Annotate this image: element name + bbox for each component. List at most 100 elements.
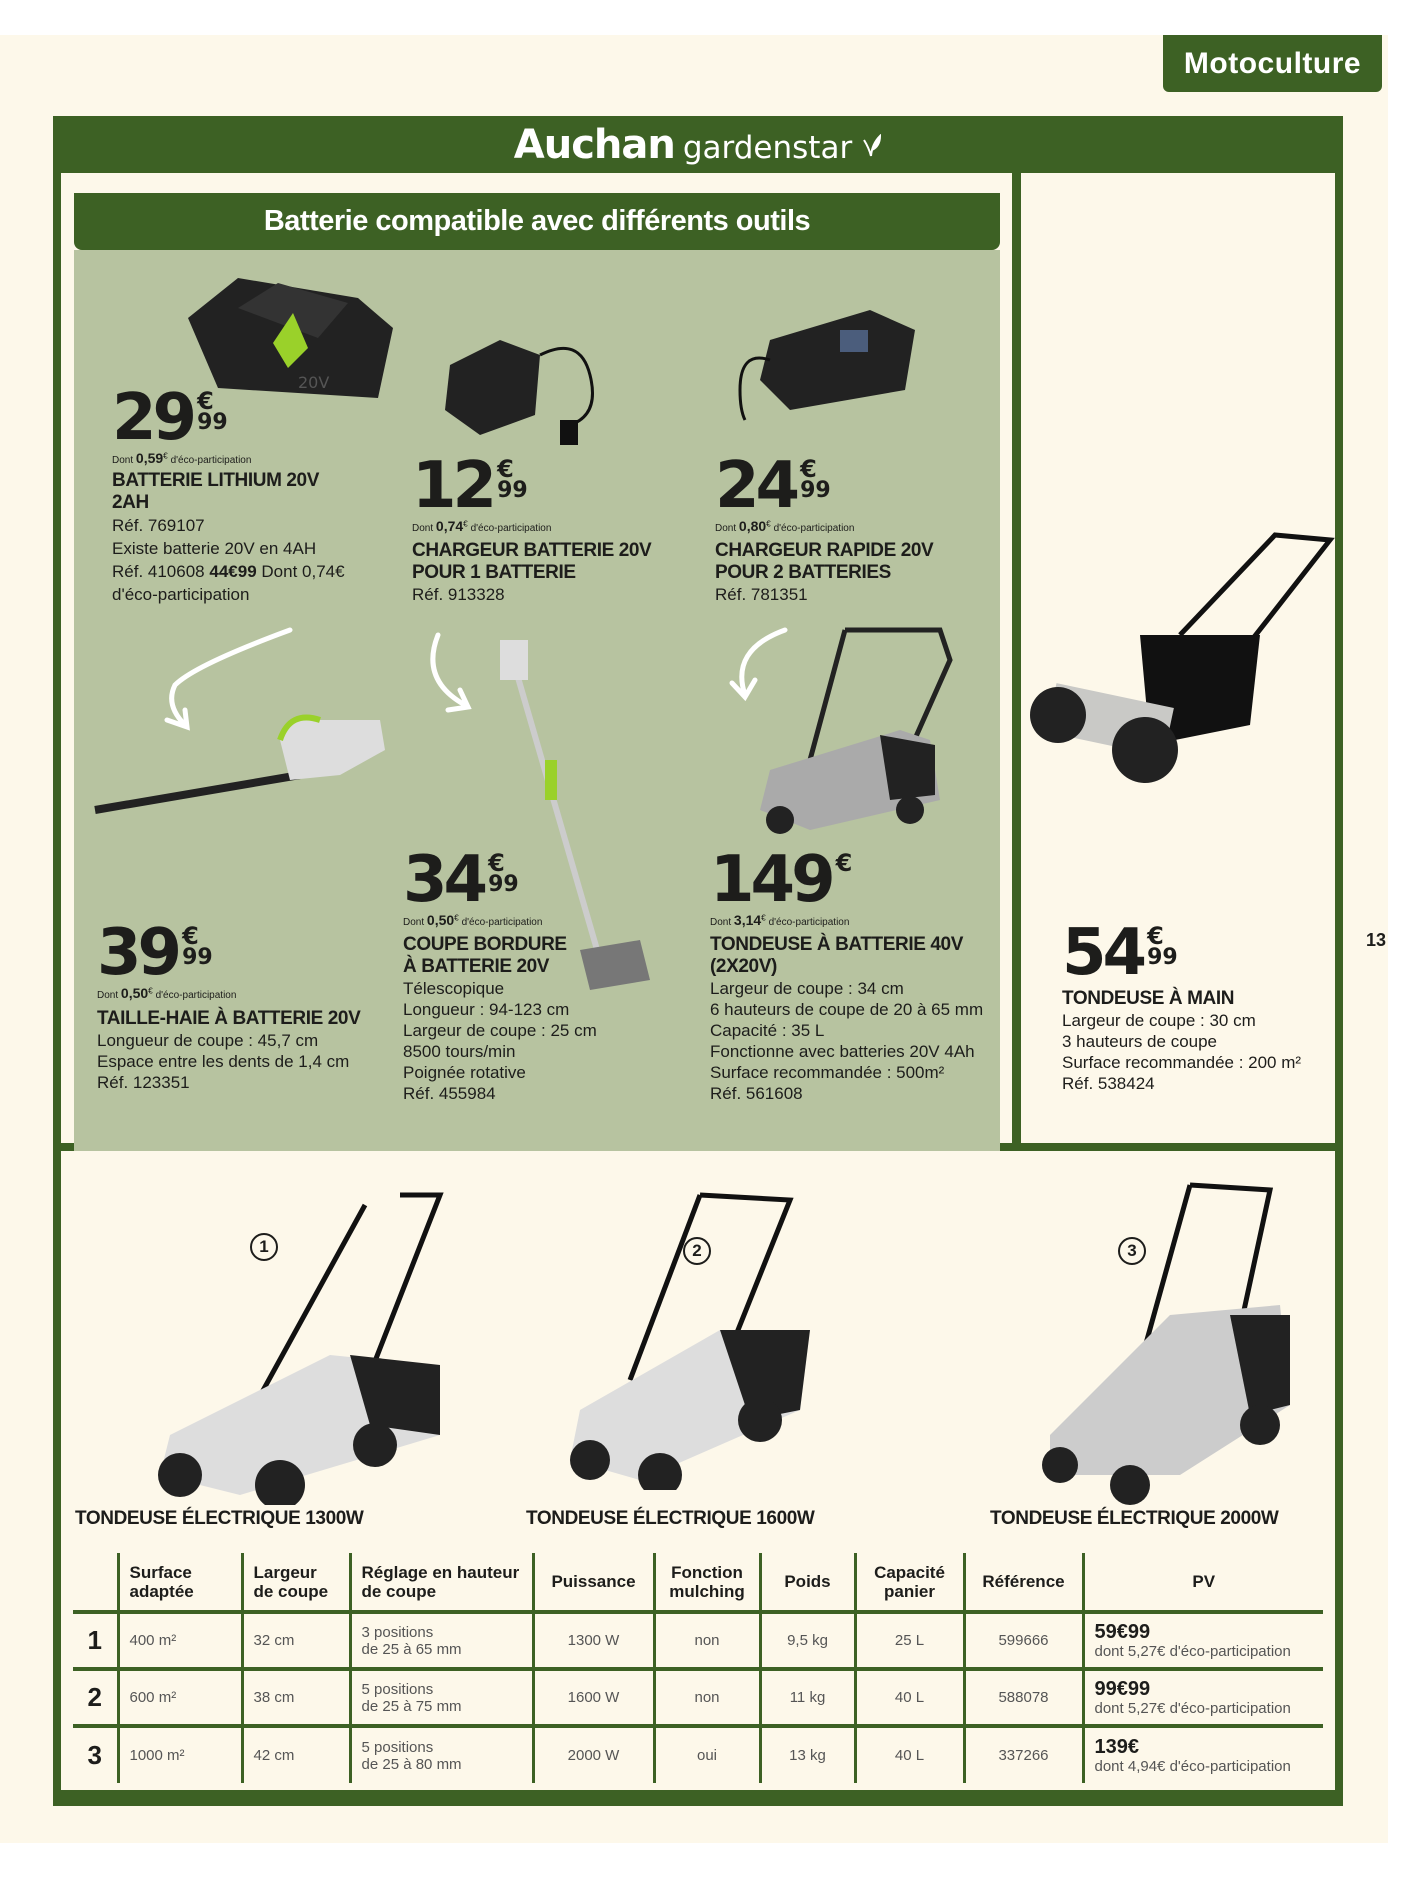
eco-amount: 0,50 [426, 912, 455, 928]
product-ref: Réf. 123351 [97, 1073, 190, 1092]
eco-currency: € [163, 450, 168, 461]
product-name-l2: À BATTERIE 20V [403, 956, 550, 977]
product-spec: Surface recommandée : 200 m² [1062, 1053, 1302, 1072]
product-ref: Réf. 455984 [403, 1084, 496, 1103]
eco-amount: 0,80 [738, 518, 767, 534]
product-name: CHARGEUR RAPIDE 20V [715, 540, 934, 561]
eco-participation: Dont 0,50€ d'éco-participation [403, 912, 542, 928]
eco-participation: Dont 0,80€ d'éco-participation [715, 518, 854, 534]
eco-prefix: Dont [403, 917, 425, 928]
product-name: BATTERIE LITHIUM 20V [112, 470, 319, 491]
product-spec: Capacité : 35 L [710, 1021, 825, 1040]
eco-amount: 0,50 [120, 985, 149, 1001]
eco-participation: Dont 0,50€ d'éco-participation [97, 985, 236, 1001]
cell-largeur: 32 cm [240, 1610, 350, 1669]
price-cents: 99 [800, 477, 831, 503]
product-spec: Longueur : 94-123 cm [403, 1000, 570, 1019]
price-tondeuse-batterie: 149 € [710, 848, 853, 912]
eco-participation: Dont 0,74€ d'éco-participation [412, 518, 551, 534]
product-name: CHARGEUR BATTERIE 20V [412, 540, 652, 561]
product-extra: Réf. 410608 44€99 Dont 0,74€ [112, 560, 345, 583]
price-currency: € [1147, 922, 1164, 950]
product-name-l2: (2X20V) [710, 956, 777, 977]
product-spec: 3 hauteurs de coupe [1062, 1032, 1218, 1051]
extra-price: 44€99 [209, 562, 257, 581]
cell-surface: 400 m² [116, 1610, 242, 1669]
price-cents: 99 [182, 944, 213, 970]
eco-participation: Dont 3,14€ d'éco-participation [710, 912, 849, 928]
cell-poids: 9,5 kg [758, 1610, 855, 1669]
price-taille-haie: 39 €99 [97, 916, 213, 990]
cell-surface: 600 m² [116, 1667, 242, 1726]
price-int: 12 [412, 449, 497, 523]
auchan-gardenstar-logo: Auchan gardenstar [514, 122, 882, 168]
cell-capacite: 40 L [853, 1724, 964, 1783]
product-name: TONDEUSE À BATTERIE 40V [710, 934, 963, 955]
hand-mower-image [1030, 532, 1335, 783]
cell-reference: 337266 [962, 1724, 1083, 1783]
eco-suffix: d'éco-participation [461, 917, 543, 928]
col-num [73, 1553, 118, 1612]
price-int: 54 [1062, 916, 1147, 990]
product-name-l2: POUR 1 BATTERIE [412, 562, 576, 583]
price-currency: € [182, 922, 199, 950]
eco-amount: 0,59 [135, 450, 164, 466]
product-spec: 6 hauteurs de coupe de 20 à 65 mm [710, 1000, 984, 1019]
product-spec: Télescopique [403, 979, 505, 998]
eco-amount: 0,74 [435, 518, 464, 534]
cell-puissance: 1300 W [531, 1610, 654, 1669]
product-spec: Largeur de coupe : 30 cm [1062, 1011, 1256, 1030]
price-cents: 99 [197, 409, 228, 435]
electric-mower-2-image [570, 1192, 810, 1490]
product-ref: Réf. 538424 [1062, 1074, 1155, 1093]
page-number: 13 [1366, 930, 1387, 950]
eco-currency: € [148, 985, 153, 996]
product-tondeuse-batterie: TONDEUSE À BATTERIE 40V (2X20V) Largeur … [710, 934, 983, 1104]
cell-mulching: non [652, 1610, 760, 1669]
eco-prefix: Dont [112, 455, 134, 466]
product-spec: Surface recommandée : 500m² [710, 1063, 945, 1082]
product-chargeur-2: CHARGEUR RAPIDE 20V POUR 2 BATTERIES Réf… [715, 540, 934, 605]
price-currency: € [800, 455, 817, 483]
product-ref: Réf. 561608 [710, 1084, 803, 1103]
price-coupe-bordure: 34 €99 [403, 848, 519, 912]
extra-eco-l2: d'éco-participation [112, 585, 250, 604]
mower-marker-2: 2 [683, 1237, 711, 1265]
mower-marker-1: 1 [250, 1233, 278, 1261]
product-spec: Fonctionne avec batteries 20V 4Ah [710, 1042, 975, 1061]
row-number: 1 [73, 1610, 118, 1669]
mower-title-1: TONDEUSE ÉLECTRIQUE 1300W [75, 1508, 364, 1529]
price-batterie: 29 €99 [112, 386, 228, 450]
eco-prefix: Dont [97, 990, 119, 1001]
battery-mower-image [760, 627, 953, 834]
product-name: TAILLE-HAIE À BATTERIE 20V [97, 1008, 361, 1029]
svg-text:20V: 20V [298, 373, 329, 392]
product-name: TONDEUSE À MAIN [1062, 988, 1235, 1009]
product-spec: Largeur de coupe : 34 cm [710, 979, 904, 998]
cell-capacite: 25 L [853, 1610, 964, 1669]
product-coupe-bordure: COUPE BORDURE À BATTERIE 20V Télescopiqu… [403, 934, 597, 1104]
charger-double-image [738, 310, 915, 421]
product-name: COUPE BORDURE [403, 934, 567, 955]
product-spec: Espace entre les dents de 1,4 cm [97, 1052, 350, 1071]
col-reference: Référence [962, 1553, 1083, 1612]
price-chargeur-1: 12 €99 [412, 449, 528, 523]
price-int: 39 [97, 916, 182, 990]
price-currency: € [835, 849, 853, 877]
grass-trimmer-image [500, 640, 650, 990]
leaf-icon [863, 133, 882, 156]
eco-prefix: Dont [710, 917, 732, 928]
eco-amount: 3,14 [733, 912, 762, 928]
cell-puissance: 2000 W [531, 1724, 654, 1783]
price-currency: € [488, 849, 505, 877]
cell-poids: 11 kg [758, 1667, 855, 1726]
